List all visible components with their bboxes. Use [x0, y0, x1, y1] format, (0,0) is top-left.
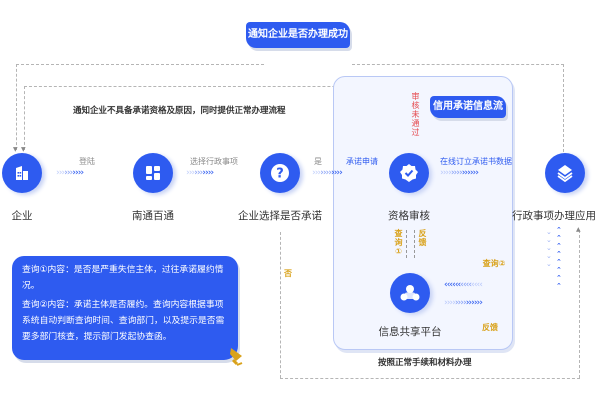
- query1-label: 查询①: [394, 229, 403, 256]
- node-review[interactable]: [389, 153, 429, 193]
- success-loop-right: [563, 64, 564, 152]
- query1-line: [406, 230, 407, 258]
- feedback1-line: [414, 230, 415, 258]
- panel-title-pill: 信用承诺信息流: [430, 96, 506, 118]
- normal-path-bottom: [280, 378, 580, 379]
- node-enterprise-label: 企业: [11, 210, 33, 222]
- node-review-label: 资格审核: [388, 210, 430, 222]
- reject-loop-left: [24, 86, 25, 150]
- normal-path-right: [579, 230, 580, 378]
- node-share-label: 信息共享平台: [378, 326, 442, 338]
- edge-yes-label: 是: [314, 157, 322, 166]
- no-path-vertical: [280, 232, 281, 378]
- people-icon: [400, 285, 420, 301]
- megaphone-icon: [228, 346, 246, 372]
- node-nantong[interactable]: [133, 153, 173, 193]
- grid-tiles-icon: [146, 166, 160, 180]
- building-icon: [16, 166, 28, 180]
- chevron-right-icon: ››››››››››››››: [440, 168, 479, 178]
- no-label: 否: [284, 269, 292, 278]
- chevron-right-icon: ›››››››››››: [312, 168, 343, 178]
- chevron-up-icon: ⌃⌃⌃⌃⌃⌃⌃⌃: [556, 226, 562, 290]
- arrow-up-icon: ▲: [576, 226, 581, 233]
- chevron-right-icon: ››››››››››››››: [444, 298, 483, 308]
- node-nantong-label: 南通百通: [132, 210, 174, 222]
- chevron-down-icon: ⌄⌄⌄⌄⌄: [546, 228, 552, 268]
- reject-loop-top: [24, 86, 410, 87]
- review-failed-label: 审核未通过: [411, 92, 420, 137]
- success-loop-top-right: [352, 64, 564, 65]
- layers-icon: [557, 165, 573, 183]
- arrow-down-icon: ▼: [13, 146, 18, 153]
- question-icon: ?: [271, 164, 289, 182]
- edge-login-label: 登陆: [79, 157, 95, 166]
- query1-note: 查询①内容：是否是严重失信主体，过往承诺履约情况。: [22, 265, 224, 291]
- chevron-left-icon: ‹‹‹‹‹‹‹‹‹‹‹‹‹‹: [444, 280, 483, 290]
- badge-check-icon: [400, 164, 418, 182]
- node-enterprise[interactable]: [2, 153, 42, 193]
- chevron-right-icon: ››››››››››: [186, 168, 214, 178]
- edge-select-label: 选择行政事项: [190, 157, 238, 166]
- node-choose-label: 企业选择是否承诺: [238, 210, 322, 222]
- reject-note: 通知企业不具备承诺资格及原因，同时提供正常办理流程: [73, 106, 286, 116]
- node-share[interactable]: [390, 273, 430, 313]
- success-loop-top: [16, 64, 264, 65]
- success-notice-pill: 通知企业是否办理成功: [246, 22, 350, 48]
- node-admin-label: 行政事项办理应用: [512, 210, 596, 222]
- edge-apply-label: 承诺申请: [346, 157, 378, 166]
- query2-note: 查询②内容：承诺主体是否履约。查询内容根据事项系统自动判断查询时间、查询部门，以…: [22, 300, 225, 342]
- success-loop-left: [16, 64, 17, 150]
- arrow-down-icon: ▼: [21, 146, 26, 153]
- svg-text:?: ?: [276, 167, 284, 182]
- feedback2-label: 反馈: [482, 323, 498, 332]
- feedback1-label: 反馈: [418, 229, 427, 247]
- node-admin[interactable]: [545, 153, 585, 193]
- query-notes-bubble: 查询①内容：是否是严重失信主体，过往承诺履约情况。 查询②内容：承诺主体是否履约…: [12, 256, 238, 360]
- query2-label: 查询②: [482, 259, 506, 268]
- chevron-right-icon: ››››››››››: [56, 168, 84, 178]
- node-choose[interactable]: ?: [260, 153, 300, 193]
- normal-process-label: 按照正常手续和材料办理: [378, 358, 472, 368]
- edge-online-data-label: 在线订立承诺书数据: [440, 157, 512, 166]
